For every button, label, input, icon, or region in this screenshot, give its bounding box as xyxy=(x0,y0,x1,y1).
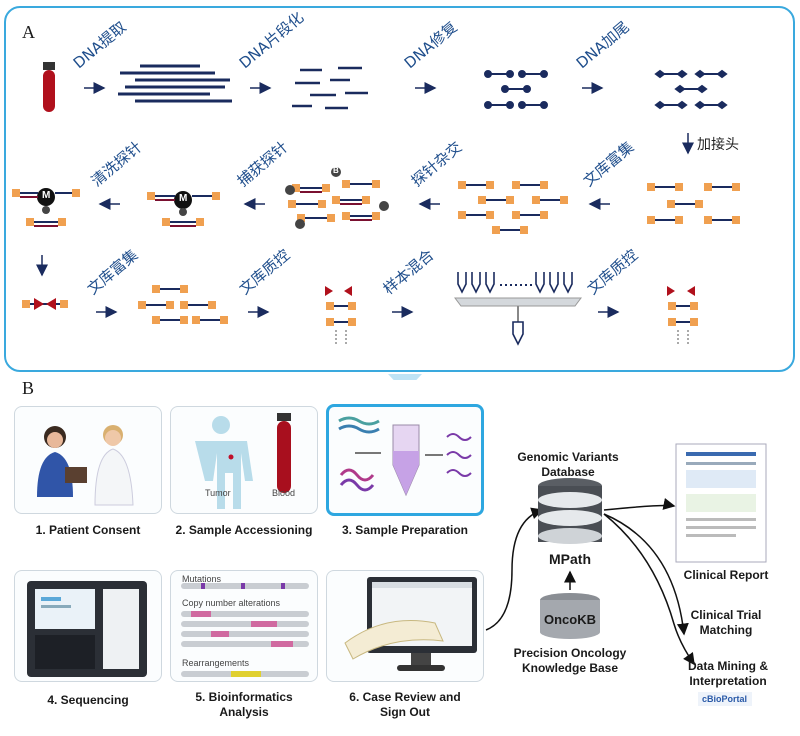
blood-tube-icon xyxy=(43,62,55,112)
monitor-icon xyxy=(344,577,477,671)
probe-m-letter: M xyxy=(42,190,51,201)
probe-b-letter: B xyxy=(333,166,339,175)
bioinformatics-caption-line2: Analysis xyxy=(219,705,269,719)
data-mining-line2: Interpretation xyxy=(689,674,767,688)
step-adapter-ligation: 加接头 xyxy=(697,137,739,153)
sequencing-card xyxy=(14,570,162,682)
panel-connector-icon xyxy=(388,374,422,380)
cbioportal-logo-icon xyxy=(698,692,752,706)
rearrangements-label: Rearrangements xyxy=(182,658,250,668)
probe-m-letter: M xyxy=(179,193,188,204)
oncokb-logo: OncoKB xyxy=(544,612,596,627)
captured-probes xyxy=(147,191,220,227)
qc-library-1 xyxy=(325,286,356,345)
enriched-library-2 xyxy=(138,285,228,324)
sample-accessioning-card xyxy=(170,406,318,514)
oncokb-line2: Knowledge Base xyxy=(521,661,619,675)
db-title-line2: Database xyxy=(541,465,595,479)
bioinformatics-caption-line1: 5. Bioinformatics xyxy=(195,690,293,704)
cbioportal-label: cBioPortal xyxy=(702,694,748,704)
data-mining-line1: Data Mining & xyxy=(688,659,768,673)
hybridization-cluster xyxy=(285,167,389,229)
clinical-trial-line1: Clinical Trial xyxy=(690,608,762,622)
panel-a-frame xyxy=(4,6,795,372)
tumor-label: Tumor xyxy=(205,488,231,498)
dna-fragments xyxy=(292,66,368,110)
pooled-tubes xyxy=(454,272,582,346)
sample-accessioning-caption: 2. Sample Accessioning xyxy=(175,523,313,537)
sample-preparation-caption: 3. Sample Preparation xyxy=(341,523,469,537)
clinical-trial-line2: Matching xyxy=(699,623,753,637)
enriched-library xyxy=(458,181,568,234)
body-and-blood-icon xyxy=(195,413,291,509)
mpath-label: MPath xyxy=(549,551,591,567)
patient-consent-caption: 1. Patient Consent xyxy=(35,523,141,537)
case-review-caption-line1: 6. Case Review and xyxy=(349,690,461,704)
tailed-fragments xyxy=(654,69,728,110)
case-review-caption-line2: Sign Out xyxy=(380,705,430,719)
database-flow-graphics xyxy=(485,443,767,706)
repaired-fragments xyxy=(484,70,548,109)
panel-a-graphics xyxy=(12,62,740,380)
cleaved-adapter-icon xyxy=(22,298,68,310)
long-dna-strands xyxy=(118,64,232,103)
sequencing-caption: 4. Sequencing xyxy=(47,693,129,707)
db-title-line1: Genomic Variants xyxy=(517,450,619,464)
oncokb-icon xyxy=(540,593,600,639)
sample-preparation-card xyxy=(326,404,484,516)
bioinformatics-card xyxy=(170,570,318,682)
clinical-report-icon xyxy=(675,443,767,563)
database-icon xyxy=(538,478,602,544)
case-review-card xyxy=(326,570,484,682)
cna-label: Copy number alterations xyxy=(182,598,281,608)
chromosome-tracks-icon xyxy=(181,583,309,677)
blood-label: Blood xyxy=(272,488,296,498)
patient-doctor-icon xyxy=(37,425,134,506)
washed-probes xyxy=(12,188,80,227)
panel-b-label: B xyxy=(22,378,35,398)
panel-a-label: A xyxy=(22,22,35,42)
qc-library-2 xyxy=(667,286,698,345)
clinical-report-label: Clinical Report xyxy=(683,568,769,582)
mutations-label: Mutations xyxy=(182,574,222,584)
sequencer-icon xyxy=(27,581,147,677)
adapter-fragments xyxy=(647,183,740,224)
sample-prep-icon xyxy=(338,416,472,497)
patient-consent-card xyxy=(14,406,162,514)
oncokb-line1: Precision Oncology xyxy=(513,646,627,660)
